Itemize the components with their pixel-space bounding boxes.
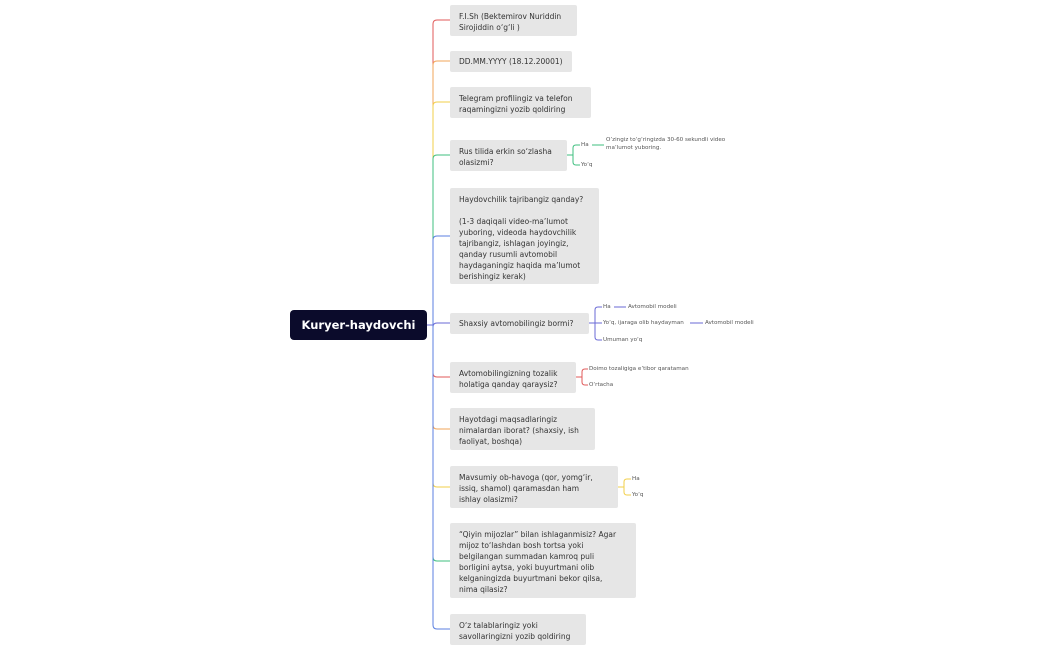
russian-sub-0 (567, 144, 580, 156)
leaf-clean-always[interactable]: Doimo tozaligiga e’tibor qarataman (589, 366, 689, 372)
branch-connector-8 (432, 325, 450, 488)
leaf-car-yes[interactable]: Ha (603, 304, 611, 310)
root-node[interactable]: Kuryer-haydovchi (290, 310, 427, 340)
node-own-car[interactable]: Shaxsiy avtomobilingiz bormi? (450, 313, 589, 334)
leaf-weather-no[interactable]: Yo‘q (632, 492, 644, 498)
branch-connector-0 (432, 19, 450, 325)
node-requests[interactable]: O‘z talablaringiz yoki savollaringizni y… (450, 614, 586, 645)
leaf-weather-yes[interactable]: Ha (632, 476, 640, 482)
clean-sub-1 (576, 376, 588, 386)
branch-connector-5 (432, 322, 450, 328)
clean-sub-0 (576, 368, 588, 378)
weather-sub-1 (618, 486, 631, 496)
leaf-clean-average[interactable]: O‘rtacha (589, 382, 614, 388)
node-telegram[interactable]: Telegram profilingiz va telefon raqaming… (450, 87, 591, 118)
node-goals[interactable]: Hayotdagi maqsadlaringiz nimalardan ibor… (450, 408, 595, 450)
leaf-russian-yes[interactable]: Ha (581, 142, 589, 148)
branch-connector-3 (432, 154, 450, 325)
branch-connector-9 (432, 325, 450, 562)
leaf-car-yes-model[interactable]: Avtomobil modeli (628, 304, 677, 310)
weather-sub-0 (618, 478, 631, 488)
branch-connector-4 (432, 235, 450, 325)
node-birthdate[interactable]: DD.MM.YYYY (18.12.20001) (450, 51, 572, 72)
branch-connector-2 (432, 101, 450, 325)
russian-sub-1 (567, 154, 580, 166)
car-sub-0 (589, 306, 602, 324)
leaf-car-rent-model[interactable]: Avtomobil modeli (705, 320, 754, 326)
branch-connector-6 (432, 325, 450, 378)
leaf-car-none[interactable]: Umuman yo‘q (603, 337, 643, 343)
leaf-russian-no[interactable]: Yo‘q (581, 162, 593, 168)
leaf-russian-video[interactable]: O’zingiz to‘g‘ringizda 30-60 sekundli vi… (606, 137, 726, 151)
node-cleanliness[interactable]: Avtomobilingizning tozalik holatiga qand… (450, 362, 576, 393)
branch-connector-10 (432, 325, 450, 630)
node-weather[interactable]: Mavsumiy ob-havoga (qor, yomg‘ir, issiq,… (450, 466, 618, 508)
node-fish[interactable]: F.I.Sh (Bektemirov Nuriddin Sirojiddin o… (450, 5, 577, 36)
car-sub-2 (589, 322, 602, 341)
node-russian[interactable]: Rus tilida erkin so‘zlasha olasizmi? (450, 140, 567, 171)
node-experience[interactable]: Haydovchilik tajribangiz qanday? (1-3 da… (450, 188, 599, 284)
node-difficult-clients[interactable]: “Qiyin mijozlar” bilan ishlaganmisiz? Ag… (450, 523, 636, 598)
leaf-car-rent[interactable]: Yo‘q, ijaraga olib haydayman (603, 320, 684, 326)
branch-connector-1 (432, 60, 450, 325)
